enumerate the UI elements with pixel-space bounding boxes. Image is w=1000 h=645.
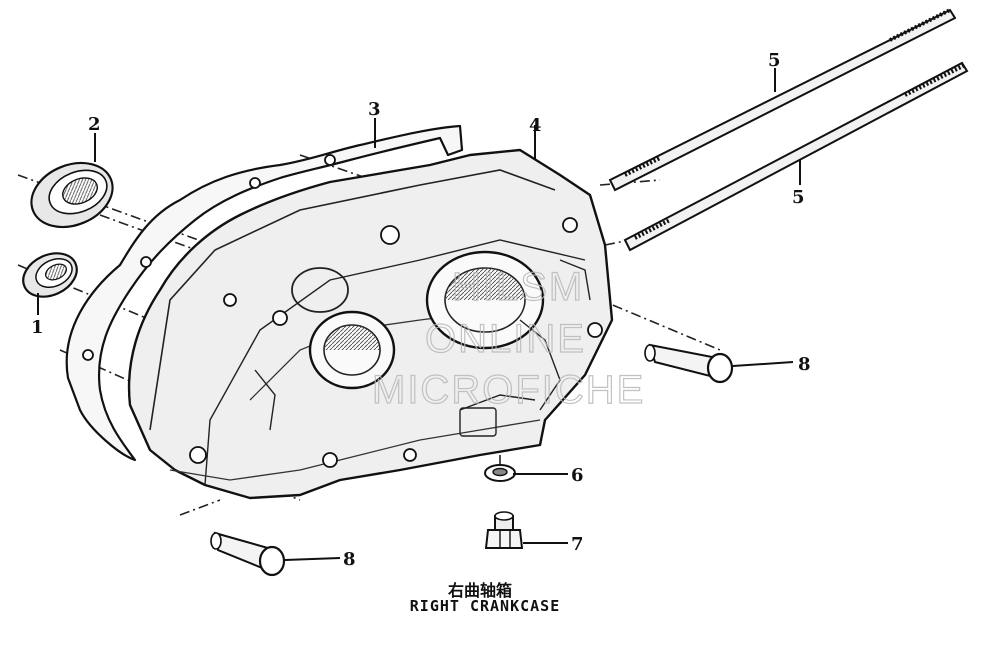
bearing-1 [22,252,78,298]
watermark-line-1: HILSM [452,265,584,309]
watermark-line-3: MICROFICHE [372,368,645,412]
callout-8-left: 8 [343,549,356,570]
watermark-line-2: ONLINE [425,317,586,361]
callout-5-upper: 5 [768,50,781,71]
callout-2: 2 [88,114,101,135]
callout-7: 7 [571,534,584,555]
stud-5-lower [623,61,969,252]
callout-6: 6 [571,465,584,486]
crankcase-body [127,148,614,500]
bearing-2 [30,161,114,229]
gasket-outline [65,124,464,462]
callout-1: 1 [31,317,44,338]
bolt-7 [484,511,524,549]
callout-labels: 1 2 3 4 5 5 6 7 8 8 [31,50,811,570]
callout-8-right: 8 [798,354,811,375]
callout-3: 3 [368,99,381,120]
stud-5-upper [608,8,957,192]
callout-4: 4 [529,115,542,136]
callout-5-lower: 5 [792,187,805,208]
caption-chinese: 右曲轴箱 [447,581,512,600]
dowel-8-left [210,531,286,577]
leader-lines [37,68,801,561]
dowel-8-right [644,343,734,384]
watermark: HILSM ONLINE MICROFICHE [371,264,645,412]
washer-6 [484,464,516,482]
gasket-bolt-holes [82,154,336,361]
caption-english: RIGHT CRANKCASE [409,597,561,615]
